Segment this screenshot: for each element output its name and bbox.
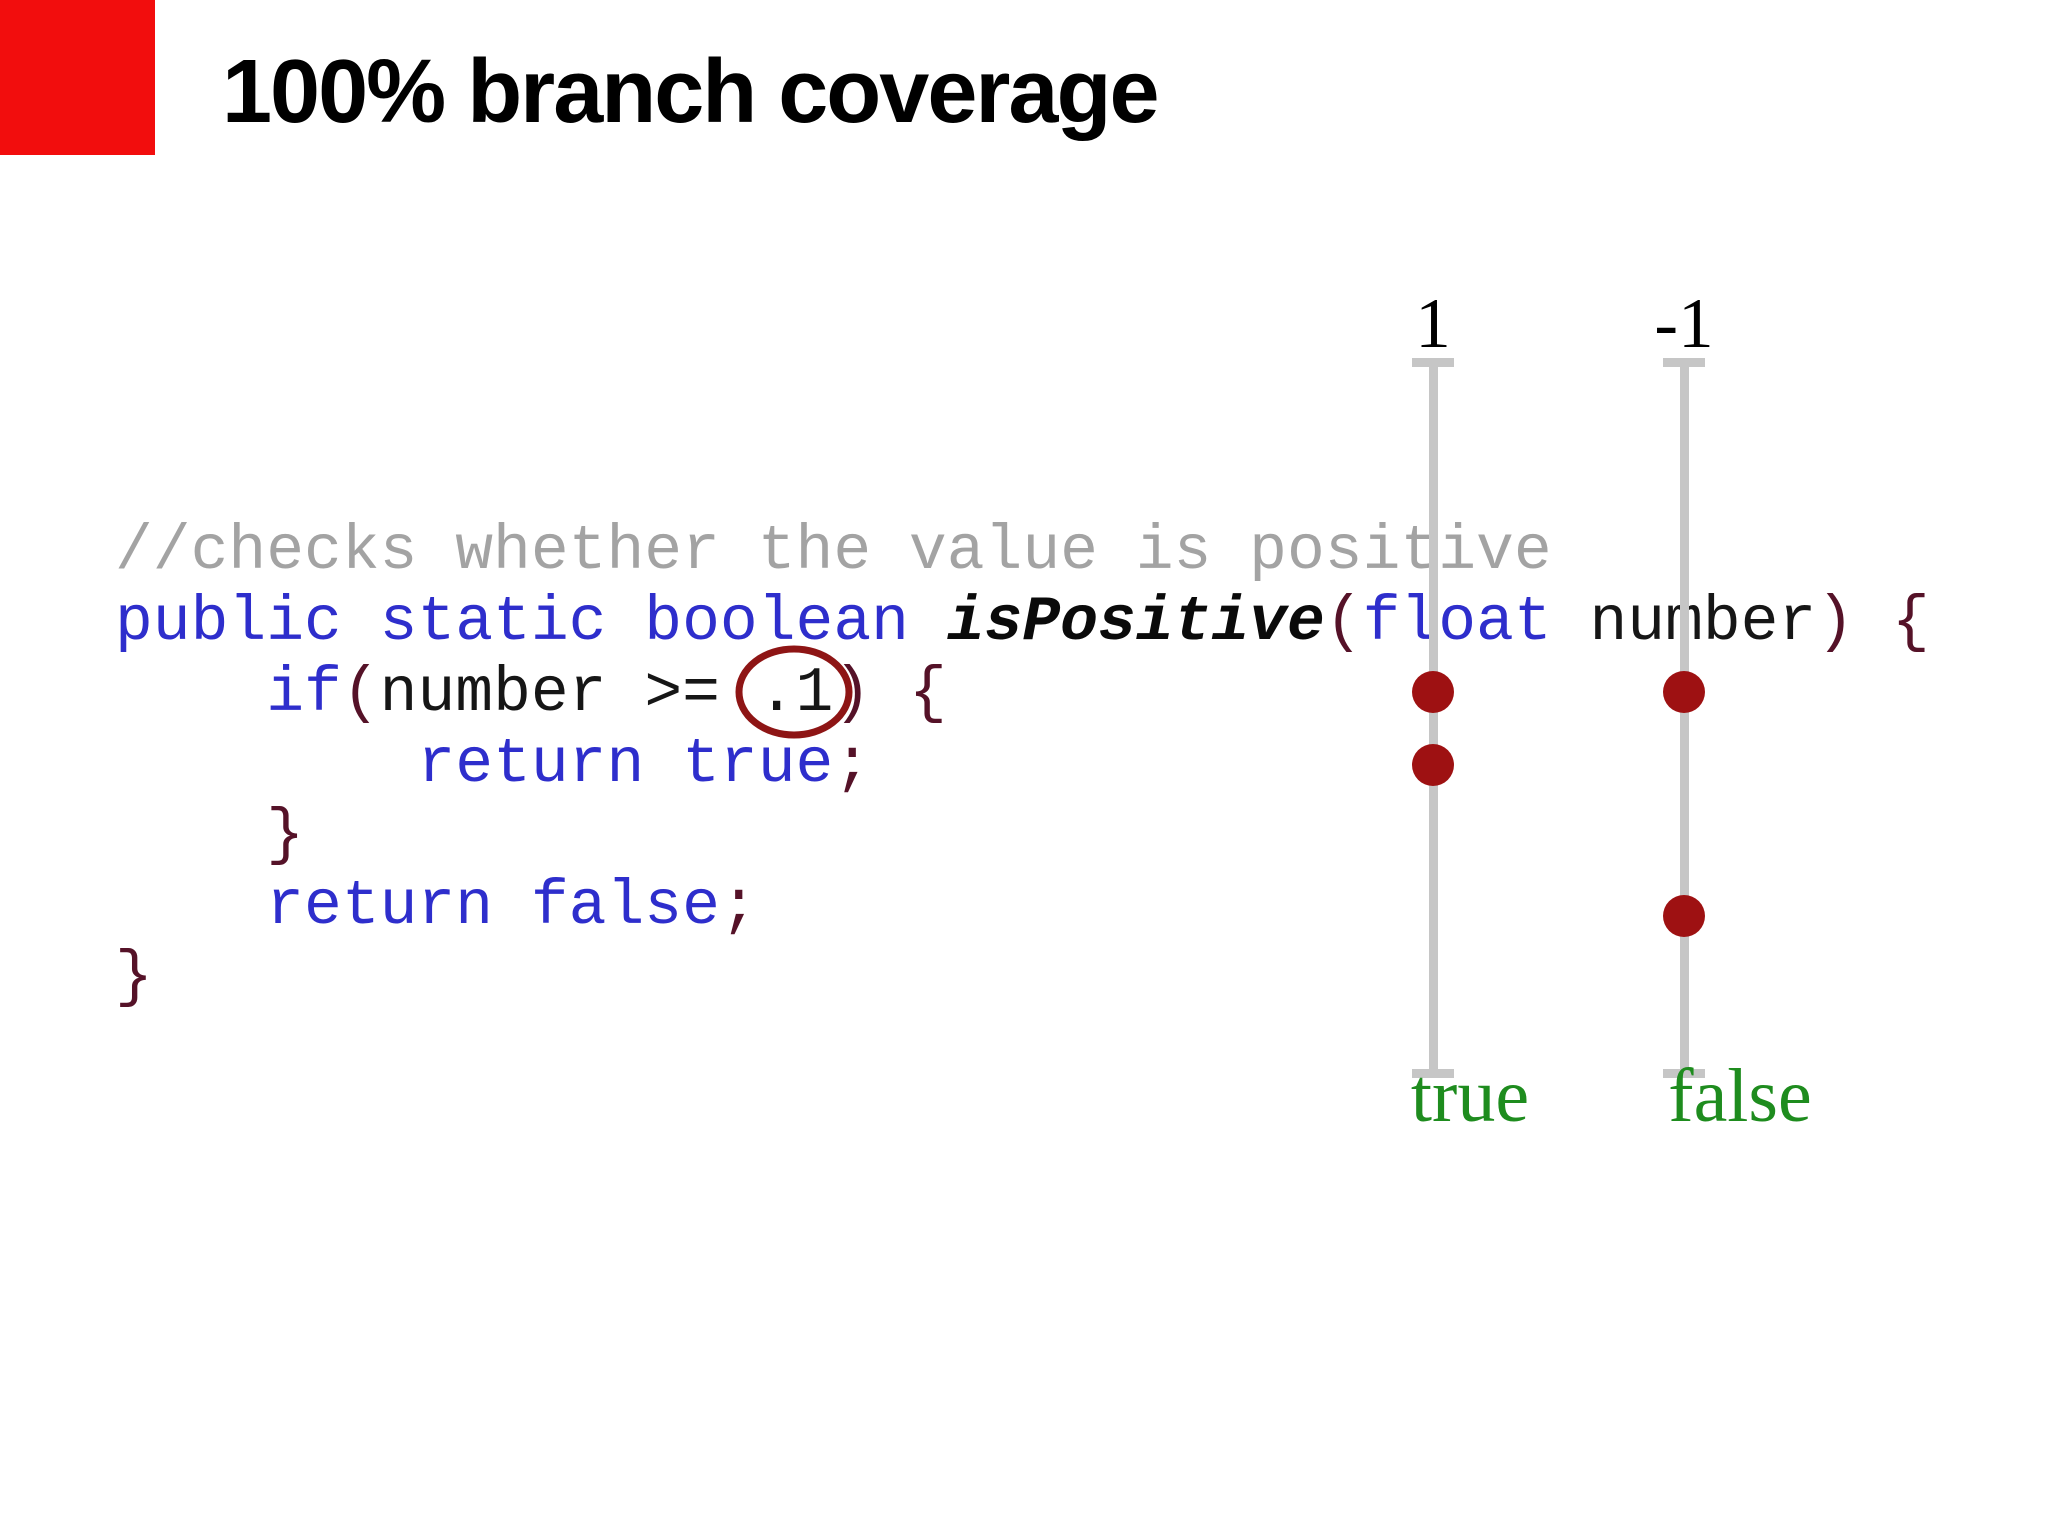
input-value-label: 1 — [1415, 285, 1451, 363]
code-token-comment: //checks whether the value is positive — [115, 516, 1552, 587]
code-token-punct: ; — [833, 729, 872, 800]
code-token-plain: number — [1589, 587, 1817, 658]
code-token-kw: if — [266, 658, 342, 729]
coverage-dot-if-condition — [1663, 671, 1705, 713]
code-token-kw: return false — [266, 871, 720, 942]
code-token-method: isPositive — [946, 587, 1325, 658]
code-token-punct: ( — [341, 658, 380, 729]
code-line: public static boolean isPositive(float n… — [115, 587, 1930, 658]
code-line: } — [115, 942, 1930, 1013]
code-line: return false; — [115, 871, 1930, 942]
code-token-punct: { — [1854, 587, 1930, 658]
code-token-punct: ( — [1324, 587, 1363, 658]
code-token-punct: { — [871, 658, 947, 729]
input-value-label: -1 — [1654, 285, 1714, 363]
code-line: //checks whether the value is positive — [115, 516, 1930, 587]
code-token-punct: ; — [719, 871, 758, 942]
code-line: return true; — [115, 729, 1930, 800]
code-token-punct: } — [115, 800, 305, 871]
number-line-top-cap — [1412, 358, 1454, 367]
coverage-dot-return-true — [1412, 744, 1454, 786]
code-line: } — [115, 800, 1930, 871]
number-line-top-cap — [1663, 358, 1705, 367]
coverage-dot-if-condition — [1412, 671, 1454, 713]
number-line-test-input-1 — [1428, 358, 1438, 1078]
code-token-punct: ) — [1816, 587, 1855, 658]
coverage-dot-return-false — [1663, 895, 1705, 937]
code-token-punct: } — [115, 942, 153, 1013]
code-token-kw: public static boolean — [115, 587, 947, 658]
accent-square — [0, 0, 155, 155]
outcome-label: true — [1410, 1054, 1530, 1138]
code-token-kw: return true — [417, 729, 834, 800]
number-line-test-input-neg-1 — [1679, 358, 1689, 1078]
number-line-bottom-cap — [1412, 1069, 1454, 1078]
number-line-bottom-cap — [1663, 1069, 1705, 1078]
code-token-kw: float — [1362, 587, 1552, 658]
page-title: 100% branch coverage — [222, 42, 1159, 142]
outcome-label: false — [1668, 1054, 1812, 1138]
